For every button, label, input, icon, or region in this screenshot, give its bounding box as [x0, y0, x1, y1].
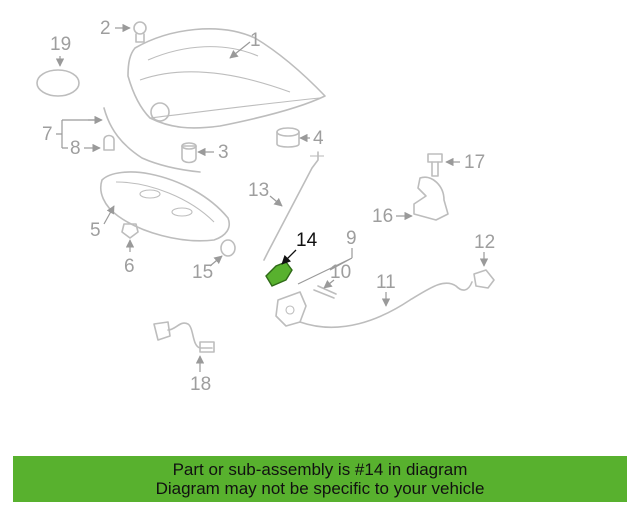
bumper-15[interactable]	[220, 239, 236, 257]
callout-11: 11	[376, 272, 396, 307]
svg-text:10: 10	[330, 262, 351, 283]
callout-13: 13	[248, 180, 283, 207]
svg-text:13: 13	[248, 180, 269, 201]
hood-hinge-16[interactable]	[413, 176, 449, 221]
svg-text:3: 3	[218, 142, 229, 163]
svg-text:7: 7	[42, 124, 53, 145]
svg-text:15: 15	[192, 262, 213, 283]
callout-9: 9	[297, 228, 357, 285]
hood-panel[interactable]	[127, 28, 326, 129]
banner-line-2: Diagram may not be specific to your vehi…	[155, 479, 485, 498]
svg-text:8: 8	[70, 138, 81, 159]
info-banner: Part or sub-assembly is #14 in diagram D…	[13, 456, 627, 502]
hood-lock-9[interactable]	[275, 291, 307, 327]
svg-text:9: 9	[346, 228, 357, 249]
svg-text:17: 17	[464, 152, 485, 173]
release-handle-12[interactable]	[473, 269, 495, 289]
hood-clip-2[interactable]	[133, 21, 147, 43]
support-rod-13[interactable]	[263, 151, 324, 261]
lock-spring-10[interactable]	[313, 285, 337, 299]
callout-18: 18	[190, 355, 211, 395]
bolt-17[interactable]	[427, 153, 443, 177]
callout-19: 19	[50, 34, 71, 67]
svg-text:1: 1	[250, 30, 261, 51]
svg-text:19: 19	[50, 34, 71, 55]
stopper-4[interactable]	[276, 127, 300, 148]
support-clip-14-highlighted[interactable]	[265, 261, 293, 287]
insulator-clip-6[interactable]	[121, 223, 139, 239]
callout-12: 12	[474, 232, 495, 267]
callout-15: 15	[192, 255, 223, 283]
svg-text:2: 2	[100, 18, 111, 39]
release-cable-11[interactable]	[299, 281, 473, 329]
callout-7: 7	[42, 115, 103, 149]
hood-insulator-5[interactable]	[100, 171, 230, 242]
callout-4: 4	[299, 128, 324, 149]
svg-text:12: 12	[474, 232, 495, 253]
svg-text:11: 11	[376, 272, 396, 293]
bumper-3[interactable]	[181, 142, 197, 164]
callout-6: 6	[124, 239, 135, 277]
banner-line-1: Part or sub-assembly is #14 in diagram	[172, 460, 468, 479]
seal-clip-8[interactable]	[103, 134, 115, 151]
callout-2: 2	[100, 18, 131, 39]
svg-text:14: 14	[296, 230, 318, 251]
callout-16: 16	[372, 206, 413, 227]
hood-seal-7[interactable]	[103, 107, 201, 173]
svg-text:16: 16	[372, 206, 393, 227]
callout-3: 3	[197, 142, 229, 163]
svg-text:18: 18	[190, 374, 211, 395]
parts-diagram: 1 2 3 4 5 6 7 8 9 10 11 12	[36, 18, 495, 395]
callout-5: 5	[90, 205, 115, 241]
svg-text:6: 6	[124, 256, 135, 277]
callout-1: 1	[229, 30, 261, 59]
svg-text:5: 5	[90, 220, 101, 241]
callout-17: 17	[445, 152, 485, 173]
svg-text:4: 4	[313, 128, 324, 149]
switch-18[interactable]	[153, 321, 215, 353]
emblem-19[interactable]	[36, 69, 80, 97]
callout-14: 14	[281, 230, 318, 265]
callout-10: 10	[323, 262, 351, 289]
callout-8: 8	[70, 138, 101, 159]
